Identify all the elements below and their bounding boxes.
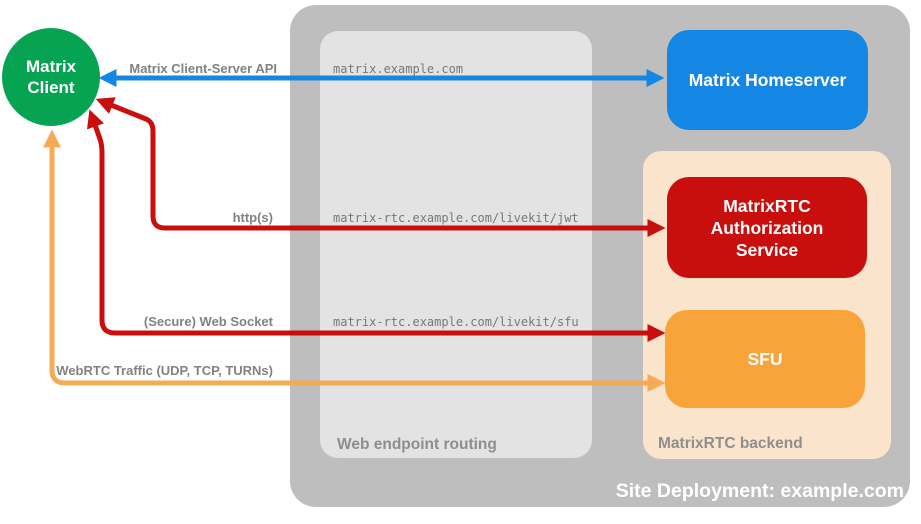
matrix-homeserver-node: Matrix Homeserver — [667, 30, 868, 130]
matrixrtc-backend-caption: MatrixRTC backend — [658, 435, 803, 452]
client-server-api-arrow-label: Matrix Client-Server API — [129, 61, 277, 76]
client-authservice-arrow — [95, 97, 666, 237]
endpoint-homeserver-url: matrix.example.com — [333, 62, 464, 76]
sfu-node: SFU — [665, 310, 865, 408]
webrtc-arrow-label: WebRTC Traffic (UDP, TCP, TURNs) — [56, 363, 273, 378]
matrixrtc-authorization-service-label: MatrixRTC Authorization Service — [710, 195, 824, 260]
client-sfu-webrtc-arrow — [43, 129, 666, 392]
web-endpoint-routing-caption: Web endpoint routing — [337, 436, 497, 453]
websocket-arrow-label: (Secure) Web Socket — [143, 314, 273, 329]
matrix-homeserver-label: Matrix Homeserver — [688, 70, 847, 90]
matrix-client-label: Matrix Client — [25, 57, 77, 97]
sfu-label: SFU — [747, 349, 783, 369]
matrix-client-node: Matrix Client — [2, 28, 100, 126]
matrixrtc-authorization-service-node: MatrixRTC Authorization Service — [667, 177, 867, 278]
site-deployment-caption: Site Deployment: example.com — [615, 480, 904, 502]
endpoint-sfu-url: matrix-rtc.example.com/livekit/sfu — [333, 315, 579, 329]
https-arrow-label: http(s) — [232, 210, 273, 225]
endpoint-jwt-url: matrix-rtc.example.com/livekit/jwt — [333, 211, 579, 225]
